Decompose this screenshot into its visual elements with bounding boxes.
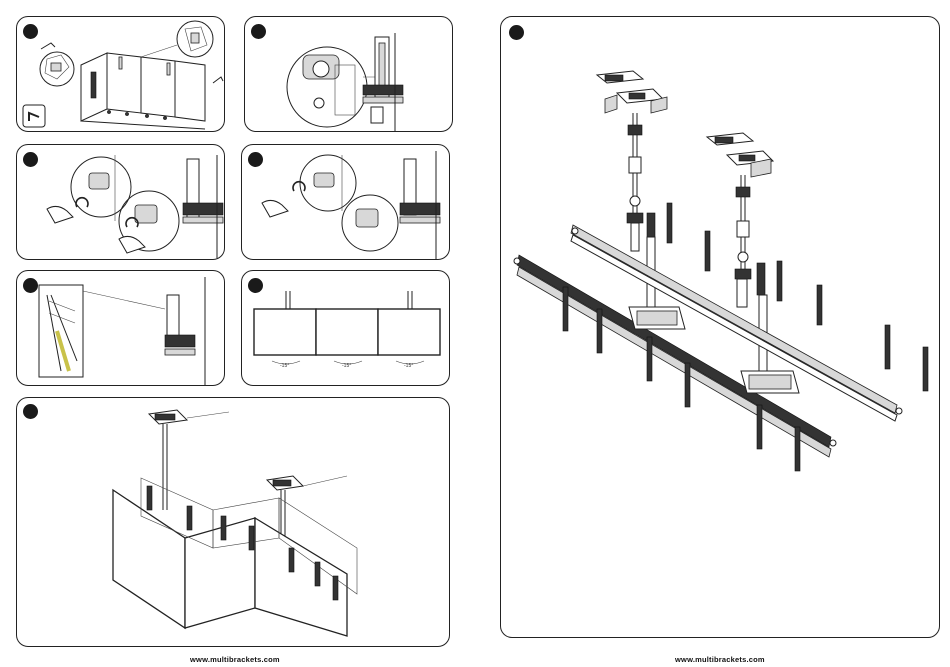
screen-1-icon [254, 309, 316, 355]
step-5-illustration [17, 271, 225, 386]
ceiling-plate-right-icon [707, 133, 773, 177]
step-3-panel [16, 144, 225, 260]
exploded-assembly-panel [500, 16, 940, 638]
step-5-panel [16, 270, 225, 386]
step-7-panel [16, 397, 450, 647]
step-2-illustration [245, 17, 453, 132]
footer-url-left[interactable]: www.multibrackets.com [190, 655, 280, 664]
step-3-illustration [17, 145, 225, 260]
screen-bracket-icon [563, 287, 568, 331]
step-1-illustration [17, 17, 225, 132]
tilt-label-3: -15° [404, 363, 413, 369]
step-1-panel [16, 16, 225, 132]
screen-2-icon [316, 309, 378, 355]
step-7-illustration [17, 398, 450, 647]
ceiling-plate-left-icon [597, 71, 667, 113]
step-6-panel: -15° -15° -15° [241, 270, 450, 386]
allen-key-icon [41, 43, 55, 49]
tilt-label-1: -15° [280, 363, 289, 369]
step-4-panel [241, 144, 450, 260]
step-4-illustration [242, 145, 450, 260]
screen-3-icon [378, 309, 440, 355]
tilt-label-2: -15° [342, 363, 351, 369]
footer-url-right[interactable]: www.multibrackets.com [675, 655, 765, 664]
hand-icon [47, 206, 73, 223]
step-2-panel [244, 16, 453, 132]
exploded-assembly-illustration [501, 17, 940, 638]
